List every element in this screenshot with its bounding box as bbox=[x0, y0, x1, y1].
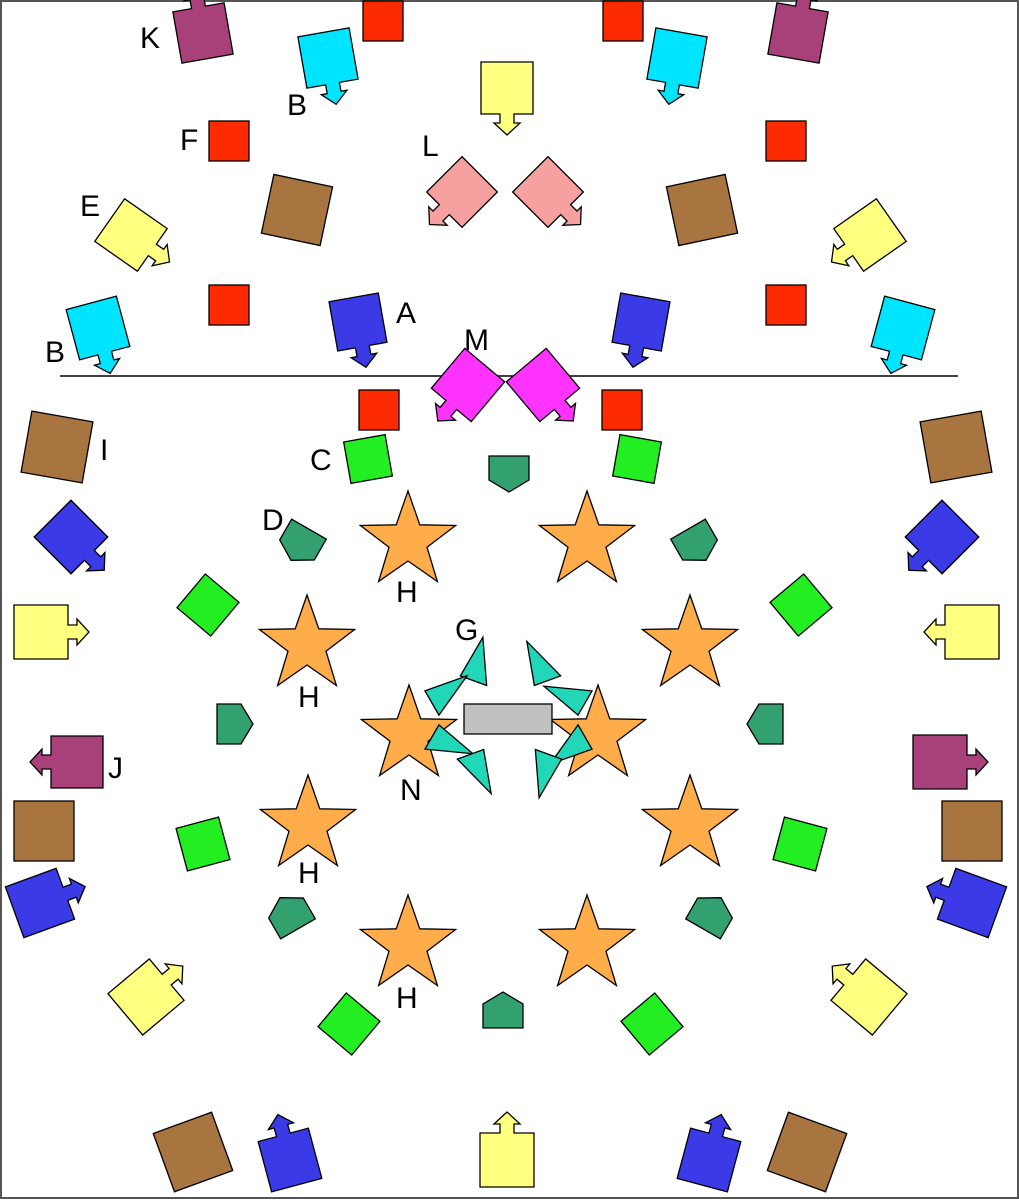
teal-pentagon bbox=[267, 897, 317, 940]
label-f: F bbox=[180, 124, 198, 157]
magenta-arrow-square-m bbox=[430, 347, 506, 423]
orange-star bbox=[537, 893, 637, 988]
green-square bbox=[620, 992, 684, 1056]
green-square bbox=[769, 573, 833, 637]
brown-square bbox=[941, 800, 1003, 862]
yellow-arrow-square bbox=[479, 1111, 535, 1188]
teal-pentagon bbox=[482, 991, 524, 1029]
label-h-3: H bbox=[298, 857, 320, 890]
label-b-upper: B bbox=[287, 89, 307, 122]
yellow-arrow-square bbox=[923, 604, 1000, 660]
label-j: J bbox=[108, 752, 123, 785]
orange-star-h bbox=[358, 489, 458, 584]
label-k: K bbox=[140, 22, 160, 55]
cyan-triangle bbox=[456, 748, 493, 796]
gray-center-block bbox=[463, 703, 553, 735]
blue-arrow-square bbox=[926, 867, 1008, 939]
brown-square bbox=[919, 410, 993, 484]
green-square bbox=[772, 816, 828, 872]
cyan-arrow-square-b bbox=[297, 27, 359, 106]
orange-star-h bbox=[258, 773, 358, 868]
brown-square-i bbox=[20, 410, 94, 484]
yellow-arrow-square bbox=[830, 958, 908, 1036]
brown-square bbox=[766, 1111, 848, 1193]
label-g: G bbox=[455, 614, 478, 647]
label-m: M bbox=[464, 324, 489, 357]
purple-arrow-square-k bbox=[172, 0, 234, 64]
green-square bbox=[175, 816, 231, 872]
teal-pentagon bbox=[488, 455, 530, 493]
label-c: C bbox=[310, 444, 332, 477]
orange-star bbox=[640, 773, 740, 868]
orange-star bbox=[537, 489, 637, 584]
red-square bbox=[208, 284, 250, 326]
cyan-triangle bbox=[423, 674, 469, 717]
cyan-triangle bbox=[548, 723, 594, 766]
cyan-triangle bbox=[423, 723, 476, 755]
label-h-2: H bbox=[298, 681, 320, 714]
red-square bbox=[208, 120, 250, 162]
orange-star bbox=[640, 593, 740, 688]
brown-square bbox=[13, 800, 75, 862]
green-square bbox=[176, 573, 240, 637]
label-h-4: H bbox=[396, 982, 418, 1015]
blue-arrow-square bbox=[4, 867, 86, 939]
blue-arrow-square bbox=[33, 499, 109, 575]
brown-square bbox=[260, 173, 334, 247]
blue-arrow-square bbox=[904, 499, 980, 575]
label-i: I bbox=[100, 434, 108, 467]
pink-arrow-square-l bbox=[425, 155, 499, 229]
blue-arrow-square bbox=[676, 1113, 742, 1193]
pink-arrow-square bbox=[511, 155, 585, 229]
label-b-lower: B bbox=[45, 336, 65, 369]
purple-arrow-square-j bbox=[29, 735, 104, 789]
cyan-arrow-square-b bbox=[65, 295, 131, 375]
green-square bbox=[317, 992, 381, 1056]
yellow-arrow-square-e bbox=[93, 197, 171, 273]
label-l: L bbox=[422, 130, 439, 163]
red-square bbox=[358, 389, 400, 431]
green-square-c bbox=[342, 433, 394, 485]
red-square bbox=[362, 0, 404, 42]
red-square bbox=[765, 120, 807, 162]
red-square bbox=[765, 284, 807, 326]
cyan-triangle bbox=[525, 639, 562, 687]
label-e: E bbox=[80, 190, 100, 223]
orange-star-n bbox=[359, 683, 459, 778]
yellow-arrow-square bbox=[830, 197, 908, 273]
red-square bbox=[601, 389, 643, 431]
purple-arrow-square bbox=[912, 734, 989, 790]
cyan-arrow-square bbox=[646, 27, 708, 106]
cyan-triangle bbox=[541, 685, 594, 717]
orange-star bbox=[548, 683, 648, 778]
purple-arrow-square bbox=[767, 0, 829, 64]
teal-pentagon-d bbox=[278, 518, 328, 561]
blue-arrow-square-a bbox=[328, 292, 388, 369]
blue-arrow-square bbox=[611, 292, 671, 369]
label-h-1: H bbox=[396, 576, 418, 609]
brown-square bbox=[665, 173, 739, 247]
cyan-arrow-square bbox=[870, 295, 936, 375]
teal-pentagon bbox=[746, 703, 784, 745]
brown-square bbox=[152, 1111, 234, 1193]
cyan-triangle-g bbox=[459, 635, 488, 687]
magenta-arrow-square bbox=[505, 347, 581, 423]
teal-pentagon bbox=[216, 703, 254, 745]
yellow-arrow-square bbox=[13, 604, 90, 660]
orange-star-h bbox=[358, 893, 458, 988]
yellow-arrow-square bbox=[107, 958, 185, 1036]
label-n: N bbox=[400, 774, 422, 807]
red-square bbox=[602, 0, 644, 42]
teal-pentagon bbox=[669, 518, 719, 561]
blue-arrow-square bbox=[257, 1113, 323, 1193]
cyan-triangle bbox=[534, 748, 563, 800]
green-square bbox=[611, 433, 663, 485]
teal-pentagon bbox=[684, 897, 734, 940]
orange-star-h bbox=[257, 593, 357, 688]
label-a: A bbox=[396, 297, 416, 330]
yellow-arrow-square bbox=[480, 61, 534, 136]
label-d: D bbox=[262, 504, 284, 537]
